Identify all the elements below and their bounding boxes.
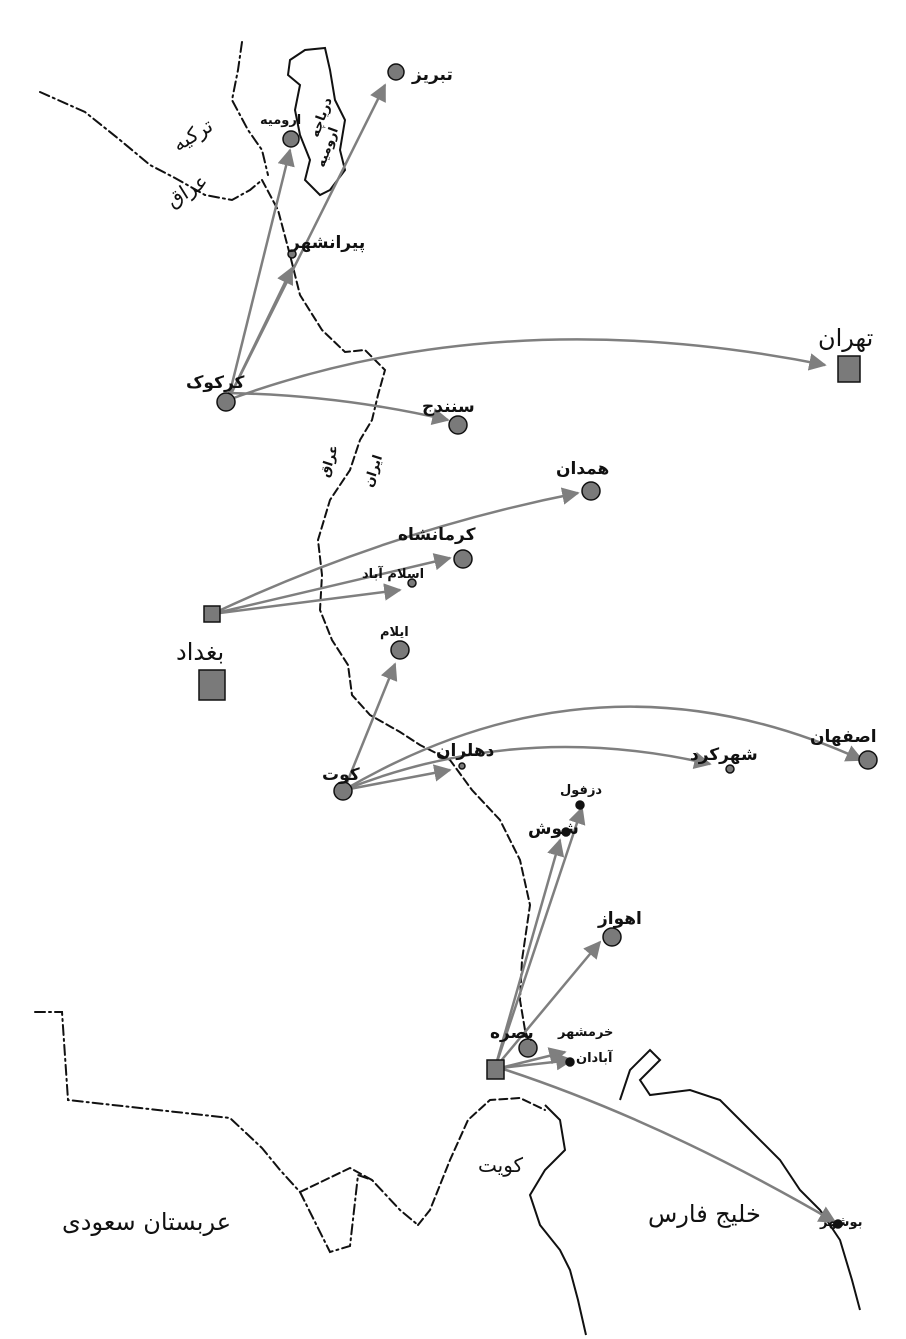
- arrow-kut-esfahan: [343, 705, 864, 792]
- label-kuwait: کویت: [478, 1153, 524, 1177]
- label-tabriz: تبریز: [411, 65, 453, 85]
- urmia-marker: [282, 130, 300, 148]
- saudi-iraq-border: [34, 1011, 419, 1254]
- label-esfahan: اصفهان: [810, 727, 877, 747]
- dehloran-marker: [458, 762, 466, 770]
- basra-marker: [486, 1059, 505, 1080]
- label-saudi-arabia: عربستان سعودی: [62, 1208, 231, 1236]
- label-ahvaz: اهواز: [597, 909, 642, 929]
- label-ilam: ایلام: [380, 625, 409, 640]
- arrow-baghdad-kermanshah: [211, 553, 452, 616]
- label-eslamabad: اسلام آباد: [362, 565, 424, 582]
- label-kirkuk: کرکوک: [186, 373, 245, 393]
- attack-arrows: [211, 83, 864, 1224]
- label-tehran: تهران: [818, 324, 873, 352]
- label-dezful: دزفول: [560, 783, 602, 798]
- label-shush: شوش: [528, 819, 579, 839]
- sanandaj-marker: [448, 415, 468, 435]
- esfahan-marker: [858, 750, 878, 770]
- turkey-iran-border: [230, 41, 269, 176]
- label-baghdad: بغداد: [176, 638, 224, 666]
- arrow-kut-ilam: [342, 662, 398, 791]
- label-sanandaj: سنندج: [422, 397, 475, 417]
- label-kermanshah: کرمانشاه: [398, 525, 476, 545]
- iran-iraq-border: [261, 179, 532, 1046]
- eslamabad-marker: [407, 578, 417, 588]
- label-piranshahr: پیرانشهر: [289, 233, 365, 253]
- label-abadan: آبادان: [576, 1049, 613, 1066]
- arrow-basra-ahvaz: [494, 940, 602, 1069]
- baghdad-capital-marker: [198, 669, 226, 701]
- arrow-baghdad-eslamabad: [211, 583, 402, 616]
- target-markers: [282, 63, 878, 1229]
- shush-marker: [561, 827, 571, 837]
- persian-gulf-coast-east: [619, 1048, 861, 1311]
- label-bushehr: بوشهر: [819, 1215, 863, 1230]
- abadan-marker: [565, 1057, 575, 1067]
- tehran-marker: [837, 355, 861, 383]
- label-persian-gulf: خلیج فارس: [648, 1200, 761, 1228]
- arrow-basra-abadan: [499, 1053, 574, 1071]
- arrow-kirkuk-tehran: [227, 338, 827, 402]
- kut-marker: [333, 781, 353, 801]
- origin-markers: [198, 392, 505, 1080]
- arrow-kirkuk-urmia: [226, 148, 295, 401]
- kuwait-border: [299, 1096, 546, 1226]
- label-basra: بصره: [490, 1023, 534, 1043]
- target-labels: تبریز ارومیه پیرانشهر تهران سنندج همدان …: [260, 65, 877, 1230]
- arrow-basra-dezful: [493, 806, 586, 1069]
- label-khorramshahr: خرمشهر: [557, 1025, 613, 1040]
- label-iraq-border: عراق: [318, 443, 342, 479]
- hamadan-marker: [581, 481, 601, 501]
- kermanshah-marker: [453, 549, 473, 569]
- khorramshahr-marker: [518, 1038, 538, 1058]
- arrow-basra-bushehr: [499, 1066, 837, 1224]
- arrow-kirkuk-piranshahr: [226, 266, 294, 401]
- arrow-basra-khorramshahr: [499, 1047, 567, 1070]
- border-lines: [34, 41, 546, 1254]
- lake-urmia: [286, 46, 347, 197]
- bushehr-marker: [833, 1219, 843, 1229]
- turkey-iraq-border: [39, 91, 263, 202]
- dezful-marker: [575, 800, 585, 810]
- tabriz-marker: [387, 63, 405, 81]
- arrow-baghdad-hamadan: [211, 487, 580, 616]
- piranshahr-marker: [287, 249, 297, 259]
- label-kut: کوت: [322, 765, 360, 785]
- arrow-kut-dehloran: [343, 764, 452, 792]
- label-iran-border: ایران: [362, 453, 386, 489]
- baghdad-small-marker: [203, 605, 221, 623]
- shahrekord-marker: [725, 764, 735, 774]
- kirkuk-marker: [216, 392, 236, 412]
- label-urmia: ارومیه: [260, 113, 301, 128]
- arrow-basra-shush: [493, 838, 565, 1069]
- arrow-kut-shahrekord: [343, 745, 712, 792]
- origin-labels: کرکوک بغداد کوت بصره: [176, 373, 534, 1043]
- label-hamadan: همدان: [556, 459, 609, 479]
- label-turkey: ترکیه: [168, 113, 217, 156]
- persian-gulf-coast-north: [528, 1104, 587, 1336]
- arrow-kirkuk-sanandaj: [227, 391, 450, 425]
- label-dehloran: دهلران: [436, 741, 495, 761]
- label-shahrekord: شهرکرد: [690, 745, 758, 765]
- ahvaz-marker: [602, 927, 622, 947]
- ilam-marker: [390, 640, 410, 660]
